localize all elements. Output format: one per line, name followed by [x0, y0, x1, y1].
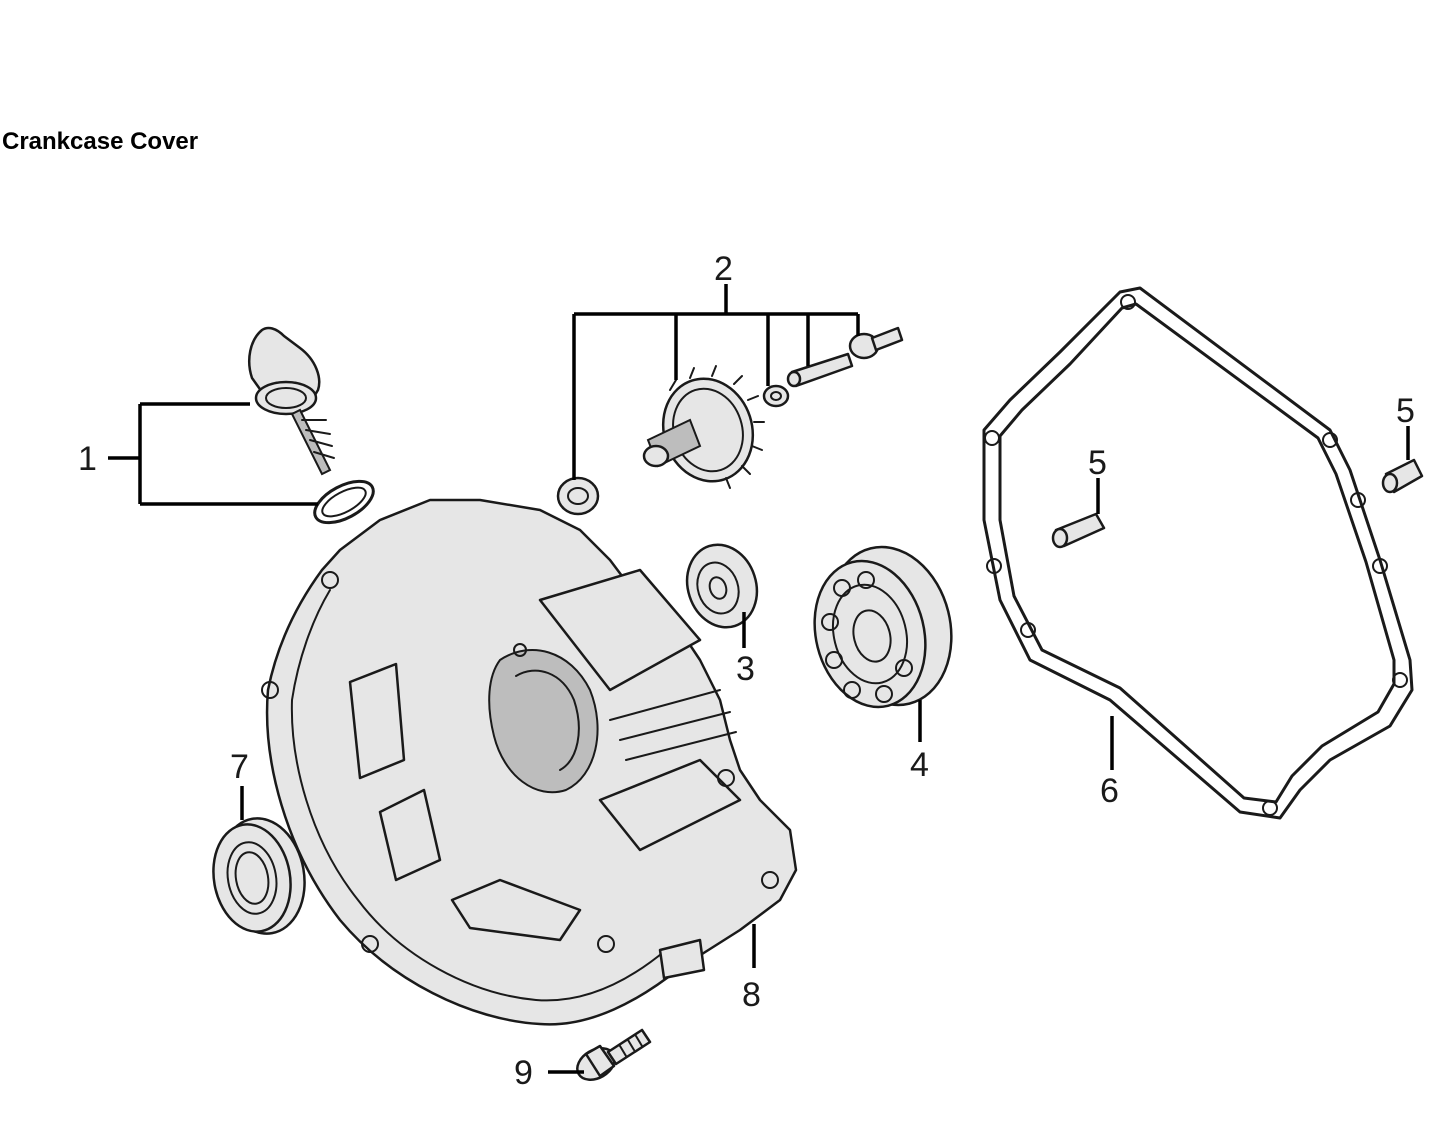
part-3-bearing[interactable] — [677, 536, 768, 637]
part-8-crankcase-cover[interactable] — [261, 498, 798, 1026]
page-title: Crankcase Cover — [2, 128, 199, 155]
part-2-pin[interactable] — [786, 352, 854, 388]
part-9-flange-bolt[interactable] — [572, 1028, 652, 1086]
callout-6-label: 6 — [1100, 772, 1119, 810]
callout-1-leader — [108, 402, 318, 506]
callout-8-label: 8 — [742, 976, 761, 1014]
part-2-governor-gear[interactable] — [642, 365, 766, 493]
callout-2-leader — [572, 284, 860, 480]
part-5-dowel-pin-left[interactable] — [1051, 512, 1106, 549]
callout-2-label: 2 — [714, 250, 733, 288]
part-4-bearing[interactable] — [800, 534, 968, 719]
part-1-oil-filler-cap[interactable] — [248, 326, 335, 476]
callout-4-label: 4 — [910, 746, 929, 784]
callout-5b-label: 5 — [1396, 392, 1415, 430]
part-2-washer-seal[interactable] — [556, 476, 600, 516]
part-6-gasket[interactable] — [982, 286, 1414, 820]
part-7-oil-seal[interactable] — [205, 812, 313, 941]
part-2-washer-small[interactable] — [762, 384, 790, 408]
callout-7-label: 7 — [230, 748, 249, 786]
part-2-bolt[interactable] — [848, 326, 904, 360]
callout-9-label: 9 — [514, 1054, 533, 1092]
callout-1-label: 1 — [78, 440, 97, 478]
part-1-o-ring[interactable] — [308, 473, 380, 531]
part-5-dowel-pin-right[interactable] — [1381, 458, 1424, 494]
callout-5a-label: 5 — [1088, 444, 1107, 482]
callout-3-label: 3 — [736, 650, 755, 688]
